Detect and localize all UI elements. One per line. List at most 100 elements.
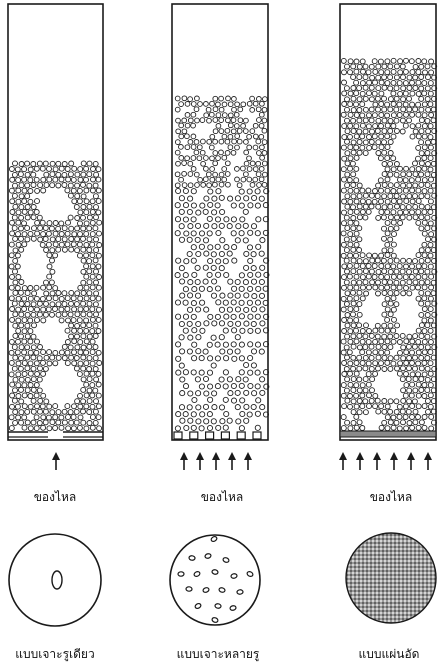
particle [44, 280, 49, 285]
particle [53, 404, 58, 409]
particle [413, 107, 418, 112]
particle [180, 293, 185, 298]
particle [84, 339, 89, 344]
particle [413, 366, 418, 371]
particle [90, 253, 95, 258]
particle [220, 293, 225, 298]
flow-arrow-head [390, 452, 398, 460]
particle [53, 426, 58, 431]
particle [44, 301, 49, 306]
plate-label-3: แบบแผ่นอัด [359, 645, 420, 664]
particle [9, 415, 14, 420]
particle [394, 280, 399, 285]
particle [351, 388, 356, 393]
particle [87, 215, 92, 220]
particle [351, 216, 356, 221]
particle [419, 64, 424, 69]
particle [59, 318, 64, 323]
particle [398, 221, 403, 226]
particle [185, 113, 190, 118]
particle [231, 231, 236, 236]
particle [235, 335, 240, 340]
particle [13, 248, 18, 253]
particle [22, 307, 27, 312]
particle [90, 188, 95, 193]
particle [37, 312, 42, 317]
particle [90, 361, 95, 366]
particle [231, 118, 236, 123]
particle [66, 177, 71, 182]
particle [369, 333, 374, 338]
particle [422, 242, 427, 247]
particle [62, 237, 67, 242]
particle [345, 398, 350, 403]
particle [410, 415, 415, 420]
particle [208, 356, 213, 361]
particle [248, 286, 253, 291]
particle [183, 188, 188, 193]
particle [237, 129, 242, 134]
particle [40, 404, 45, 409]
particle [200, 412, 205, 417]
particle [212, 210, 217, 215]
particle [9, 253, 14, 258]
particle [373, 339, 378, 344]
particle [78, 350, 83, 355]
particle [182, 118, 187, 123]
particle [219, 172, 224, 177]
particle [375, 129, 380, 134]
particle [74, 205, 79, 210]
particle [363, 259, 368, 264]
particle [428, 318, 433, 323]
particle [341, 307, 346, 312]
particle [227, 418, 232, 423]
particle [397, 264, 402, 269]
particle [243, 238, 248, 243]
particle [191, 112, 196, 117]
particle [342, 199, 347, 204]
particle [369, 97, 374, 102]
particle [97, 231, 102, 236]
particle [425, 334, 430, 339]
particle [394, 420, 399, 425]
particle [96, 210, 101, 215]
particle [72, 404, 77, 409]
particle [382, 64, 387, 69]
particle [212, 196, 217, 201]
particle [422, 231, 427, 236]
particle [226, 96, 231, 101]
particle [176, 356, 181, 361]
particle [191, 425, 196, 430]
particle [378, 178, 383, 183]
particle [196, 251, 201, 256]
particle [259, 349, 264, 354]
particle [397, 340, 402, 345]
particle [422, 189, 427, 194]
particle [423, 70, 428, 75]
particle [426, 129, 431, 134]
particle [227, 307, 232, 312]
particle [228, 134, 233, 139]
particle [96, 393, 101, 398]
particle [357, 377, 362, 382]
particle [59, 425, 64, 430]
particle [345, 183, 350, 188]
particle [207, 272, 212, 277]
particle [416, 339, 421, 344]
particle [207, 342, 212, 347]
particle [357, 129, 362, 134]
particle [90, 383, 95, 388]
particle [236, 419, 241, 424]
particle [366, 70, 371, 75]
particle [240, 217, 245, 222]
particle [209, 112, 214, 117]
particle [363, 129, 368, 134]
particle [428, 81, 433, 86]
particle [9, 426, 14, 431]
particle [401, 172, 406, 177]
particle [345, 291, 350, 296]
particle [28, 350, 33, 355]
particle [257, 118, 262, 123]
particle [351, 129, 356, 134]
particle [357, 64, 362, 69]
